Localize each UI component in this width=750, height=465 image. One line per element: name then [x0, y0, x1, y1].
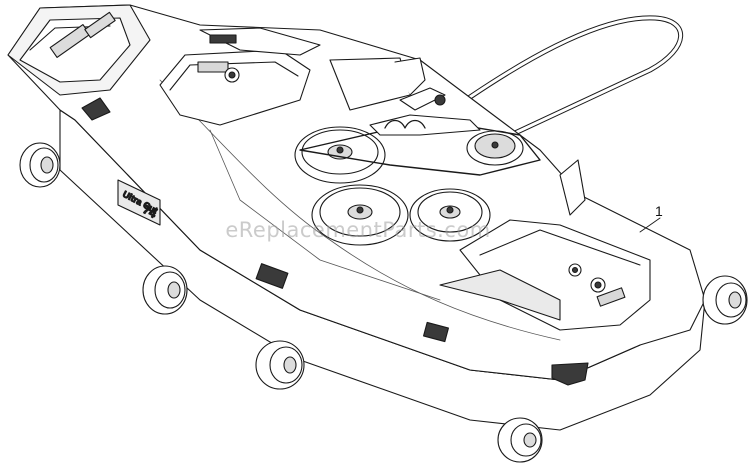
belt-guide-bracket — [329, 57, 426, 111]
idler-arm — [369, 87, 481, 136]
pulley-lower-center — [311, 184, 409, 246]
front-left-housing — [7, 4, 151, 96]
gauge-wheel-right — [702, 275, 748, 325]
deck-logo-decal: Ultra Cut 74 — [117, 179, 161, 226]
brand-decal-rear — [551, 362, 589, 386]
drive-belt — [427, 15, 684, 143]
gauge-wheel-front-left — [19, 142, 61, 188]
rear-bracket — [559, 159, 586, 216]
warning-decal-left — [81, 97, 111, 121]
spindle-cover-right — [439, 219, 651, 331]
spindle-cover-left — [159, 27, 321, 126]
pulley-right-center — [409, 188, 491, 242]
gauge-wheel-rear-center — [497, 417, 543, 463]
pulley-upper-center — [294, 126, 386, 184]
info-decal — [255, 263, 289, 289]
callout-leader-line — [639, 217, 661, 233]
idler-pulley — [466, 130, 524, 166]
gauge-wheel-rear-left — [255, 340, 305, 390]
callout-number: 1 — [655, 203, 663, 219]
rear-warning-decal — [423, 321, 449, 343]
gauge-wheel-mid-left — [142, 265, 188, 315]
